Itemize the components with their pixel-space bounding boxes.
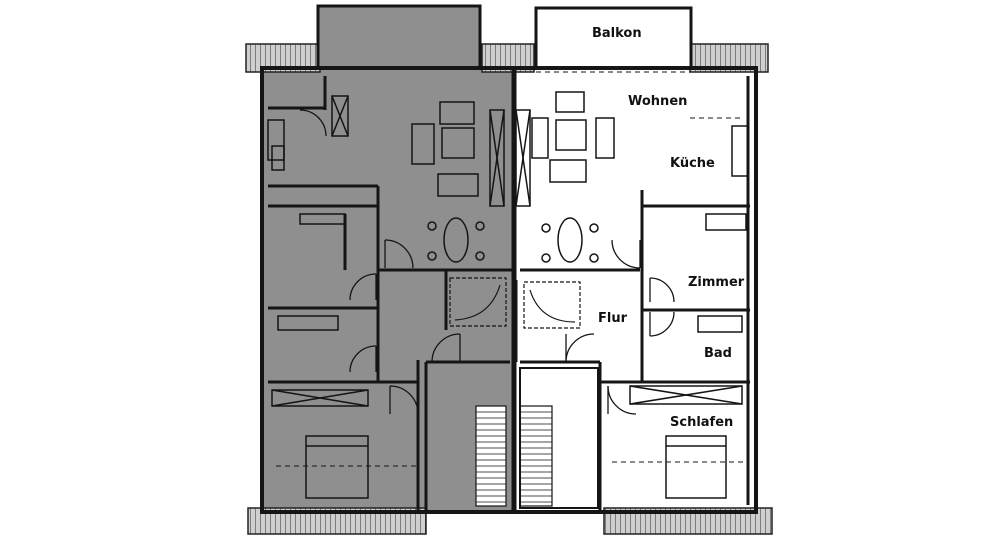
- stair-treads: [476, 411, 552, 503]
- room-label-wohnen: Wohnen: [628, 94, 688, 109]
- beam-lines: [276, 71, 746, 467]
- room-label-zimmer: Zimmer: [688, 275, 745, 290]
- room-label-balkon: Balkon: [592, 26, 642, 41]
- door-swings: [299, 109, 675, 415]
- left-unit-shading: [262, 6, 514, 513]
- room-label-flur: Flur: [598, 311, 628, 326]
- room-label-kueche: Küche: [670, 156, 715, 171]
- room-label-bad: Bad: [704, 346, 732, 361]
- staircase: [475, 367, 599, 509]
- furniture-right: [515, 91, 749, 499]
- outer-walls: [260, 66, 758, 514]
- right-balcony: [534, 6, 693, 70]
- inner-stairs: [449, 277, 581, 329]
- furniture-left: [267, 95, 505, 499]
- left-balcony: [316, 4, 482, 70]
- room-label-schlafen: Schlafen: [670, 415, 734, 430]
- interior-walls-left: [268, 76, 514, 512]
